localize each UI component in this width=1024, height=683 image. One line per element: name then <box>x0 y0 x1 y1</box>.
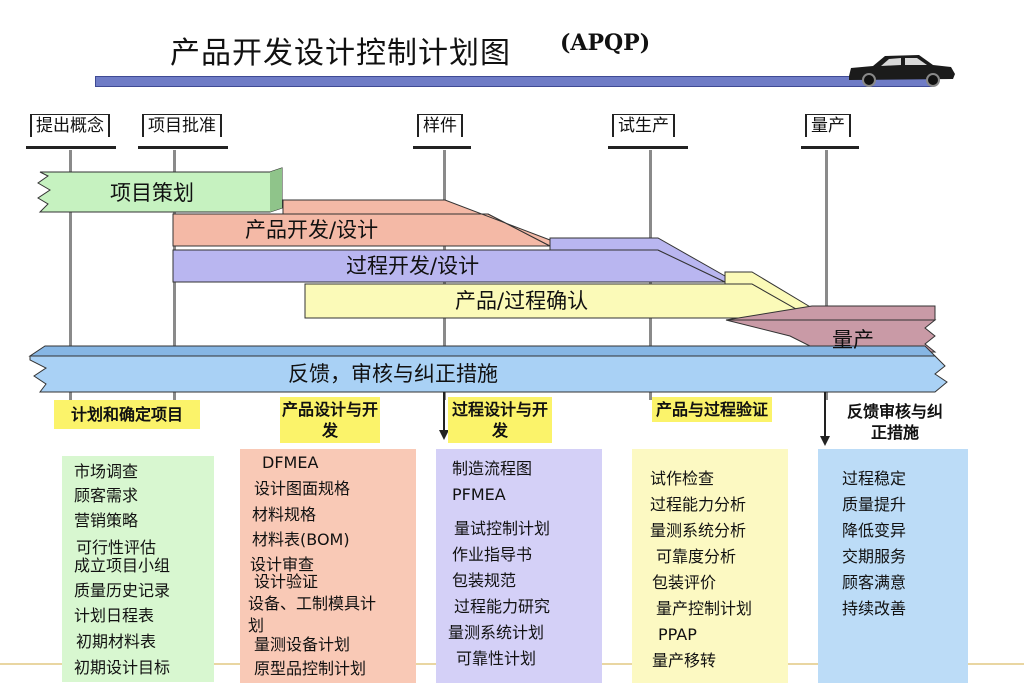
caption-feedback: 反馈审核与纠正措施 <box>840 399 950 445</box>
list-item: 质量历史记录 <box>74 581 171 600</box>
milestone-prototype-underline <box>413 146 471 149</box>
milestone-production: 量产 <box>805 114 851 137</box>
list-item: PFMEA <box>452 485 506 504</box>
list-item: 作业指导书 <box>452 545 533 564</box>
milestone-approval-underline <box>138 146 228 149</box>
list-item: 量产控制计划 <box>656 599 753 618</box>
list-item: 可靠度分析 <box>656 547 737 566</box>
list-item: 持续改善 <box>842 599 907 618</box>
list-item: 量试控制计划 <box>454 519 551 538</box>
caption-validation: 产品与过程验证 <box>652 397 772 422</box>
list-item: 初期设计目标 <box>74 658 171 677</box>
list-item: 计划日程表 <box>74 606 155 625</box>
caption-process-design: 过程设计与开发 <box>448 397 552 443</box>
list-item: 过程能力分析 <box>650 495 747 514</box>
list-item: 质量提升 <box>842 495 907 514</box>
list-item: 量测系统计划 <box>448 623 545 642</box>
list-item: 包装规范 <box>452 571 517 590</box>
milestone-concept-underline <box>26 146 116 149</box>
phase-process-dev-label: 过程开发/设计 <box>346 254 480 278</box>
list-item: 设计审查 <box>250 555 315 574</box>
phase-planning-label: 项目策划 <box>110 181 194 205</box>
column-feedback: 过程稳定 质量提升 降低变异 交期服务 顾客满意 持续改善 <box>818 449 968 683</box>
list-item: DFMEA <box>262 453 319 472</box>
list-item: 成立项目小组 <box>74 556 171 575</box>
milestone-line-production <box>825 150 828 400</box>
list-item: 材料表(BOM) <box>252 530 350 549</box>
list-item: 可靠性计划 <box>456 649 537 668</box>
list-item: 包装评价 <box>652 573 717 592</box>
milestone-line-concept <box>69 150 72 400</box>
list-item: 顾客满意 <box>842 573 907 592</box>
column-validation: 试作检查 过程能力分析 量测系统分析 可靠度分析 包装评价 量产控制计划 PPA… <box>632 449 788 683</box>
list-item: 顾客需求 <box>74 486 139 505</box>
page-title: 产品开发设计控制计划图 <box>170 36 511 71</box>
column-product-design: DFMEA 设计图面规格 材料规格 材料表(BOM) 设计审查 设计验证 设备、… <box>240 449 416 683</box>
list-item: 材料规格 <box>252 505 317 524</box>
list-item: 过程稳定 <box>842 469 907 488</box>
phase-product-dev-label: 产品开发/设计 <box>245 218 379 242</box>
caption-plan-define: 计划和确定项目 <box>54 400 200 429</box>
milestone-pilot-underline <box>608 146 688 149</box>
milestone-approval: 项目批准 <box>142 114 222 137</box>
list-item: 营销策略 <box>74 511 139 530</box>
milestone-prototype: 样件 <box>417 114 463 137</box>
caption-product-design: 产品设计与开发 <box>280 397 380 443</box>
list-item: 过程能力研究 <box>454 597 551 616</box>
phase-validation-label: 产品/过程确认 <box>455 289 589 313</box>
list-item: PPAP <box>658 625 697 644</box>
list-item: 设备、工制模具计划 <box>248 594 377 635</box>
list-item: 制造流程图 <box>452 459 533 478</box>
title-abbreviation: (APQP) <box>560 30 651 56</box>
milestone-pilot: 试生产 <box>612 114 675 137</box>
list-item: 可行性评估 <box>76 538 157 557</box>
list-item: 量测设备计划 <box>254 635 351 654</box>
list-item: 设计验证 <box>254 572 319 591</box>
phase-production-label: 量产 <box>832 328 874 352</box>
list-item: 设计图面规格 <box>254 479 351 498</box>
milestone-production-underline <box>801 146 859 149</box>
list-item: 量测系统分析 <box>650 521 747 540</box>
list-item: 市场调查 <box>74 462 139 481</box>
phase-feedback-shape <box>29 355 948 393</box>
list-item: 原型品控制计划 <box>254 659 367 678</box>
column-plan-define: 市场调查 顾客需求 营销策略 可行性评估 成立项目小组 质量历史记录 计划日程表… <box>62 456 214 682</box>
list-item: 试作检查 <box>650 469 715 488</box>
car-icon <box>849 55 955 87</box>
list-item: 初期材料表 <box>76 632 157 651</box>
list-item: 交期服务 <box>842 547 907 566</box>
list-item: 降低变异 <box>842 521 907 540</box>
milestone-concept: 提出概念 <box>30 114 110 137</box>
phase-feedback-label: 反馈，审核与纠正措施 <box>288 362 498 386</box>
list-item: 量产移转 <box>652 651 717 670</box>
column-process-design: 制造流程图 PFMEA 量试控制计划 作业指导书 包装规范 过程能力研究 量测系… <box>436 449 602 683</box>
phase-production-shape <box>724 319 937 353</box>
